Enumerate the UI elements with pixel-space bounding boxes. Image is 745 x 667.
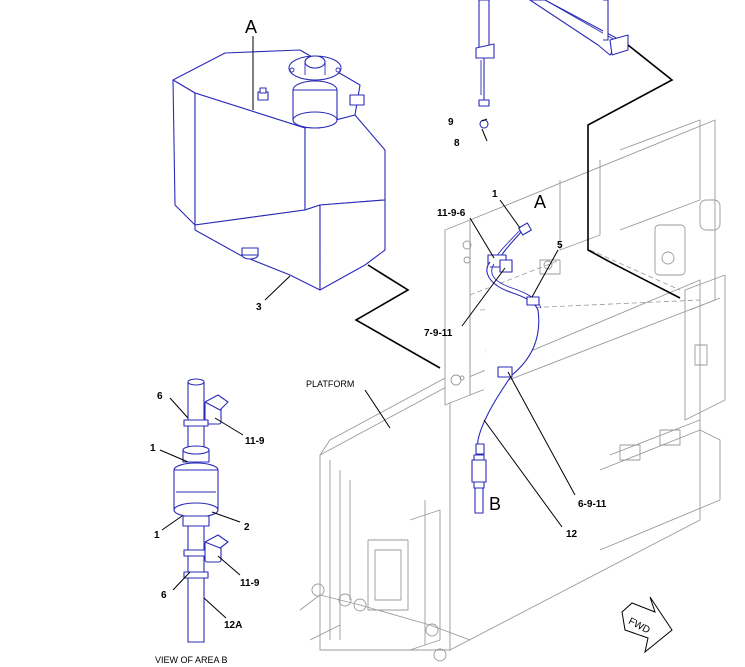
label-7-9-11: 7-9-11: [424, 328, 453, 339]
view-b-label-6-bottom: 6: [161, 590, 167, 601]
forward-arrow-icon: FWD: [621, 596, 673, 654]
label-8: 8: [454, 138, 460, 149]
callout-a-tank: A: [245, 17, 257, 37]
view-b-label-2: 2: [244, 522, 250, 533]
view-b-label-1-top: 1: [150, 443, 156, 454]
top-bracket: [475, 0, 629, 129]
part-labels: A 9 8 3 1 A 11-9-6 5 7-9-11 PLATFORM B 6…: [150, 17, 607, 665]
view-b-caption: VIEW OF AREA B: [155, 655, 228, 665]
fuel-line-assembly: [471, 222, 542, 514]
view-area-b: [173, 378, 229, 643]
view-b-label-1-bottom: 1: [154, 530, 160, 541]
callout-b: B: [489, 494, 501, 514]
view-b-label-6-top: 6: [157, 391, 163, 402]
label-3: 3: [256, 302, 262, 313]
label-12: 12: [566, 529, 578, 540]
label-platform: PLATFORM: [306, 379, 354, 389]
label-1-top: 1: [492, 189, 498, 200]
view-b-label-11-9-top: 11-9: [245, 436, 265, 447]
label-9: 9: [448, 117, 454, 128]
callout-a-line: A: [534, 192, 546, 212]
label-5: 5: [557, 240, 563, 251]
view-b-label-12a: 12A: [224, 620, 242, 631]
view-b-label-11-9-bottom: 11-9: [240, 578, 260, 589]
fuel-tank: [172, 49, 386, 291]
label-11-9-6: 11-9-6: [437, 208, 466, 219]
label-6-9-11: 6-9-11: [578, 499, 607, 510]
leader-lines: [159, 36, 576, 619]
area-callouts: [354, 44, 681, 369]
